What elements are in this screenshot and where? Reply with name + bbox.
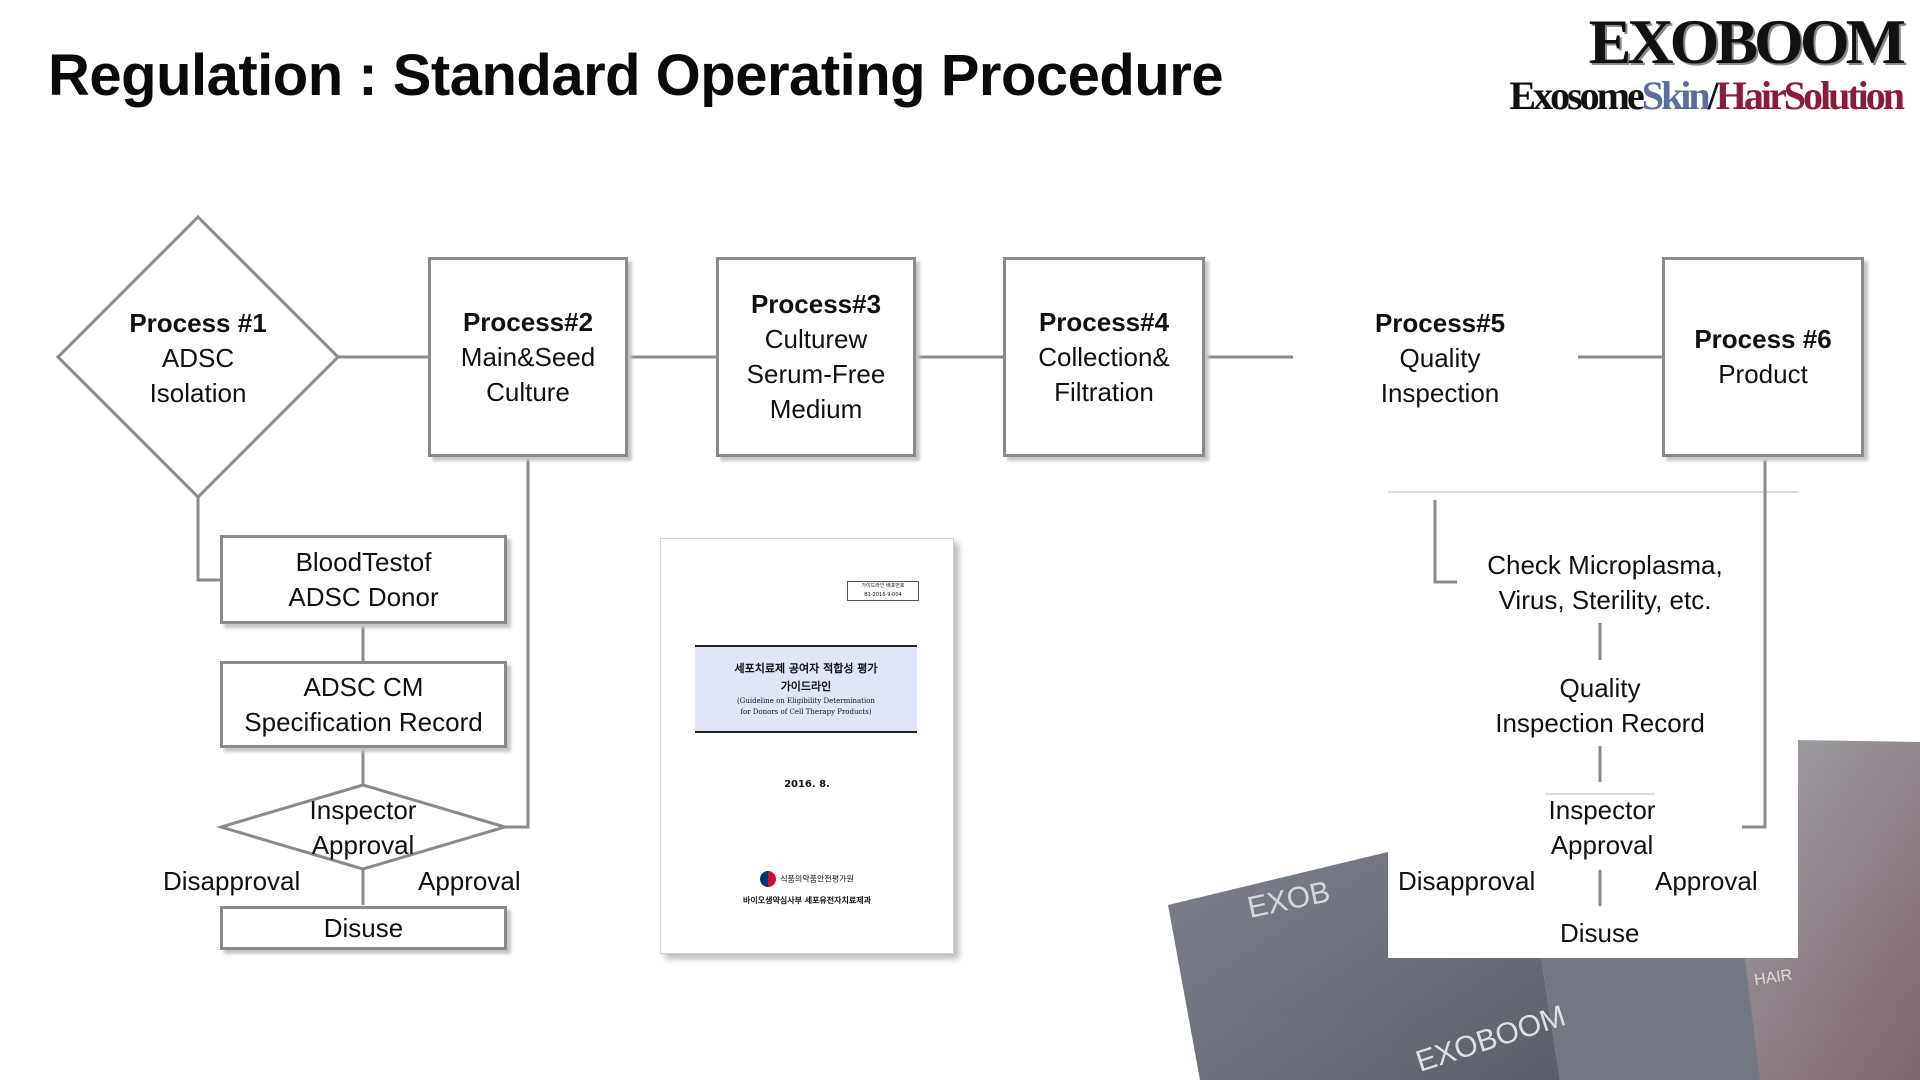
right-disapproval-label: Disapproval — [1398, 866, 1536, 896]
page-title: Regulation : Standard Operating Procedur… — [48, 43, 1224, 108]
process4-text-2: Filtration — [1054, 376, 1154, 407]
doc-title-en-2: for Donors of Cell Therapy Products) — [740, 708, 872, 716]
process2-title: Process#2 — [462, 306, 594, 337]
process2-text-2: Culture — [486, 376, 570, 407]
left-disapproval-label: Disapproval — [163, 866, 301, 896]
guideline-document-thumbnail: 가이드라인 배포번호 B1-2016-9-004 세포치료제 공여자 적합성 평… — [660, 538, 954, 954]
logo-sub-exosome: Exosome — [1509, 73, 1644, 118]
doc-date: 2016. 8. — [784, 779, 830, 790]
check-text-1: Check Microplasma, — [1487, 550, 1723, 580]
quality-record-label: Quality Inspection Record — [1470, 670, 1730, 742]
doc-title-ko-1: 세포치료제 공여자 적합성 평가 — [734, 662, 878, 675]
process1-label: Process #1 ADSC Isolation — [98, 306, 298, 410]
doc-title-box: 세포치료제 공여자 적합성 평가 가이드라인 (Guideline on Eli… — [695, 645, 917, 733]
arrow-approval-p6 — [1742, 460, 1767, 829]
logo-sub-hair: HairSolution — [1715, 73, 1905, 118]
process4-title: Process#4 — [1038, 306, 1170, 337]
doc-code-box: 가이드라인 배포번호 B1-2016-9-004 — [847, 581, 919, 601]
process1-title: Process #1 — [129, 307, 267, 338]
arrow-approval-p2 — [505, 458, 530, 829]
right-inspector-text-2: Approval — [1550, 830, 1654, 860]
right-inspector-label: Inspector Approval — [1502, 792, 1702, 864]
process2-text-1: Main&Seed — [460, 341, 596, 372]
right-approval-label: Approval — [1655, 866, 1758, 896]
check-text-2: Virus, Sterility, etc. — [1498, 585, 1712, 615]
blood-test-text-1: BloodTestof — [295, 546, 432, 577]
logo-sub-sep: / — [1707, 73, 1719, 118]
quality-record-text-2: Inspection Record — [1495, 708, 1705, 738]
logo-sub-skin: Skin — [1641, 73, 1711, 118]
process5-text-1: Quality — [1399, 342, 1481, 373]
process3-box: Process#3 Culturew Serum-Free Medium — [716, 257, 916, 457]
logo-sub-text: ExosomeSkin/HairSolution — [1402, 73, 1905, 118]
doc-org: 식품의약품안전평가원 — [661, 871, 953, 887]
process4-text-1: Collection& — [1038, 341, 1170, 372]
blood-test-text-2: ADSC Donor — [288, 581, 439, 612]
arrow-p5-check — [1433, 500, 1457, 584]
process4-box: Process#4 Collection& Filtration — [1003, 257, 1205, 457]
right-flow-panel — [1388, 492, 1798, 958]
process3-text-1: Culturew — [764, 324, 868, 354]
process5-title: Process#5 — [1374, 307, 1506, 338]
right-inspector-text-1: Inspector — [1548, 795, 1656, 825]
doc-dept: 바이오생약심사부 세포유전자치료제과 — [743, 896, 871, 905]
svg-text:HAIR: HAIR — [1753, 967, 1793, 989]
left-disuse-box: Disuse — [220, 906, 507, 950]
process6-text-1: Product — [1718, 359, 1808, 389]
left-approval-label: Approval — [418, 866, 521, 896]
process2-box: Process#2 Main&Seed Culture — [428, 257, 628, 457]
blood-test-box: BloodTestof ADSC Donor — [220, 535, 507, 624]
right-disuse-label: Disuse — [1560, 918, 1640, 948]
brand-logo: EXOBOOM ExosomeSkin/HairSolution — [1402, 6, 1906, 120]
process3-text-2: Serum-Free — [746, 359, 886, 389]
spec-record-box: ADSC CM Specification Record — [220, 661, 507, 748]
logo-main-text: EXOBOOM — [1588, 6, 1906, 77]
left-inspector-text-1: Inspector — [309, 795, 417, 825]
process3-title: Process#3 — [750, 289, 882, 319]
process6-box: Process #6 Product — [1662, 257, 1864, 457]
arrow-p1-blood — [196, 497, 220, 582]
doc-code-line-2: B1-2016-9-004 — [864, 592, 902, 598]
process5-label: Process#5 Quality Inspection — [1340, 305, 1540, 411]
korea-seal-icon — [760, 871, 777, 887]
spec-record-text-1: ADSC CM — [303, 671, 424, 702]
check-label: Check Microplasma, Virus, Sterility, etc… — [1460, 546, 1750, 620]
process1-text-1: ADSC — [161, 342, 235, 373]
left-disuse-text: Disuse — [323, 912, 404, 943]
doc-code-line-1: 가이드라인 배포번호 — [861, 583, 905, 589]
process3-text-3: Medium — [769, 394, 863, 424]
left-inspector-text-2: Approval — [311, 830, 415, 860]
doc-title-ko-2: 가이드라인 — [780, 680, 832, 693]
spec-record-text-2: Specification Record — [244, 706, 483, 737]
quality-record-text-1: Quality — [1559, 673, 1641, 703]
doc-title-en-1: (Guideline on Eligibility Determination — [737, 697, 875, 705]
process1-text-2: Isolation — [149, 377, 247, 408]
doc-org-name: 식품의약품안전평가원 — [780, 874, 854, 884]
process6-title: Process #6 — [1694, 324, 1832, 354]
process5-text-2: Inspection — [1380, 377, 1500, 408]
left-inspector-label: Inspector Approval — [263, 792, 463, 864]
